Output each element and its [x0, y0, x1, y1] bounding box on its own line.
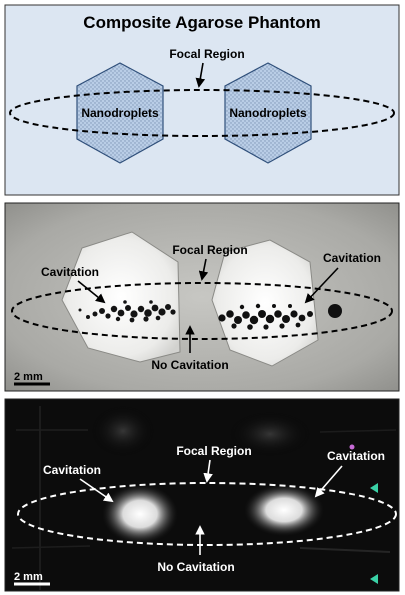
panel-a-schematic: Composite Agarose Phantom Nanodroplets N…: [4, 4, 400, 196]
right-bright-region: [244, 484, 324, 536]
panel-a-focal-arrow: [195, 62, 206, 88]
right-nanodroplet-label: Nanodroplets: [229, 106, 307, 120]
left-nanodroplet-label: Nanodroplets: [81, 106, 159, 120]
panel-c-cavitation-left-label: Cavitation: [43, 463, 101, 477]
panel-b-cavitation-right-label: Cavitation: [323, 251, 381, 265]
right-inclusion: [211, 239, 319, 367]
panel-c-cavitation-right-label: Cavitation: [327, 449, 385, 463]
panel-a-background: [4, 4, 400, 196]
left-inclusion: [61, 231, 181, 363]
panel-b-cavitation-left-label: Cavitation: [41, 265, 99, 279]
panel-b-scale-label: 2 mm: [14, 371, 43, 383]
right-nanodroplet-hexagon: [224, 62, 312, 164]
marker-dot: [349, 444, 355, 450]
panel-c-focal-ellipse: [17, 482, 397, 546]
panel-c-no-cavitation-label: No Cavitation: [157, 560, 234, 574]
panel-c-cavitation-left-arrow: [79, 478, 114, 503]
panel-c-scale-label: 2 mm: [14, 571, 43, 583]
left-bright-region: [102, 484, 178, 544]
left-nanodroplet-hexagon: [76, 62, 164, 164]
panel-b-focal-ellipse: [11, 282, 393, 340]
focal-region-ellipse: [9, 89, 395, 137]
panel-c-focal-label: Focal Region: [176, 444, 251, 458]
panel-b-focal-label: Focal Region: [172, 243, 247, 257]
marker-bottom: [370, 574, 378, 584]
panel-b-cavitation-left-arrow: [77, 280, 106, 304]
panel-b-optical-image: Focal Region Cavitation Cavitation No Ca…: [4, 202, 400, 392]
panel-c-focal-arrow: [203, 459, 213, 483]
panel-a-focal-label: Focal Region: [169, 47, 244, 61]
panel-a-title: Composite Agarose Phantom: [83, 13, 320, 32]
panel-b-background: [4, 202, 400, 392]
panel-c-ultrasound-image: Focal Region Cavitation Cavitation No Ca…: [4, 398, 400, 592]
panel-b-no-cavitation-label: No Cavitation: [151, 358, 228, 372]
right-bubble-cluster: [218, 303, 342, 330]
panel-b-focal-arrow: [198, 258, 209, 281]
left-bubble-cluster: [78, 300, 176, 323]
panel-b-cavitation-right-arrow: [304, 267, 339, 304]
panel-c-texture: [11, 406, 397, 590]
panel-c-cavitation-right-arrow: [314, 465, 343, 498]
marker-top: [370, 483, 378, 493]
